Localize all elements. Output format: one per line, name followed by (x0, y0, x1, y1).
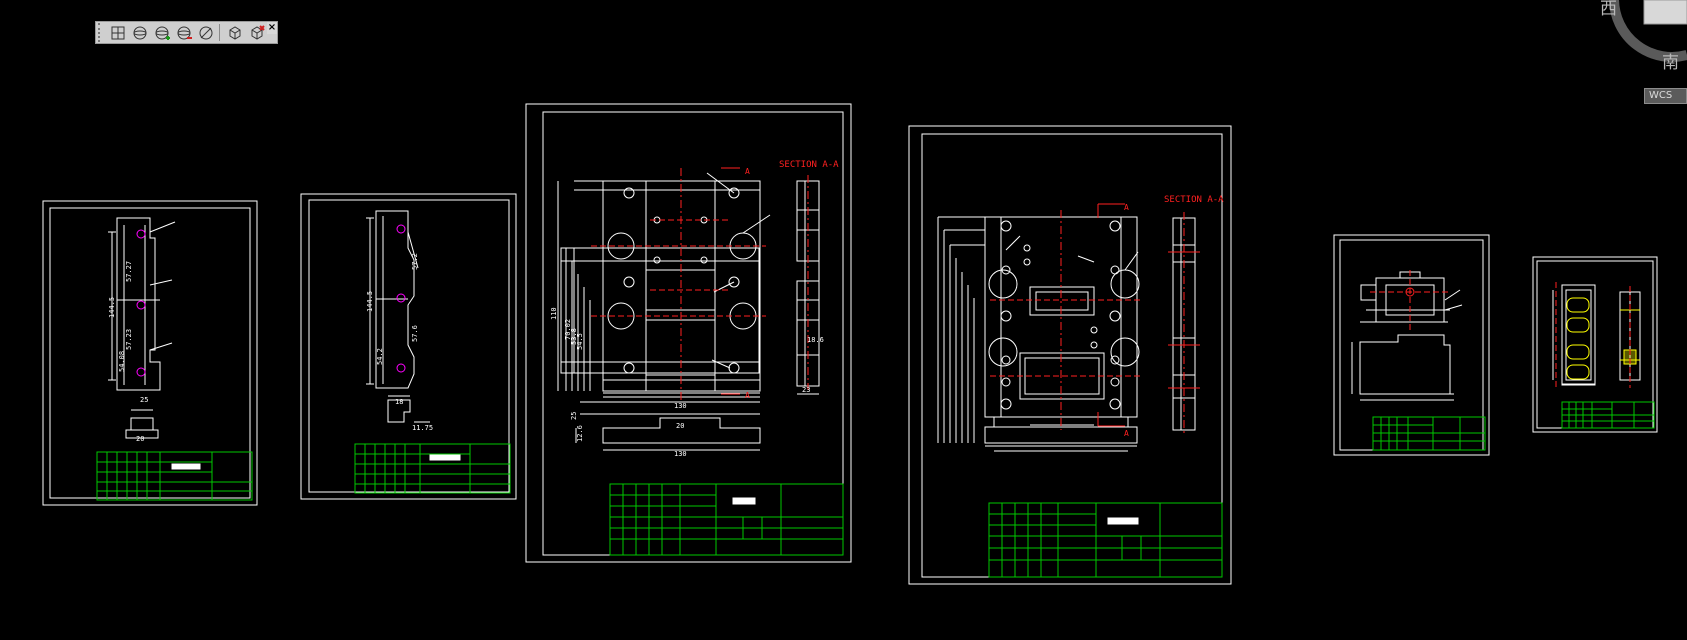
section-marker-sheet4-top: A (1124, 203, 1129, 212)
section-marker-sheet3-bottom: A (745, 391, 750, 400)
box-icon[interactable] (108, 23, 128, 42)
drawing-sheet-6[interactable] (1532, 256, 1658, 433)
toolbar-grip[interactable] (98, 23, 106, 42)
drawing-sheet-2[interactable] (300, 193, 517, 500)
dimension-text: 54.5 (576, 333, 584, 350)
section-label-sheet3: SECTION A-A (779, 160, 839, 170)
section-marker-sheet4-bottom: A (1124, 429, 1129, 438)
dimension-text: 110 (550, 307, 558, 320)
toolbar-separator (219, 24, 220, 41)
section-marker-sheet3-top: A (745, 167, 750, 176)
dimension-text: 20 (136, 435, 144, 443)
cylinder-icon[interactable] (130, 23, 150, 42)
dimension-text: 25 (570, 412, 578, 420)
dimension-text: 23 (802, 386, 810, 394)
viewcube[interactable]: 西 南 (1600, 0, 1687, 110)
drawing-sheet-5[interactable] (1333, 234, 1490, 456)
dimension-text: 18 (395, 398, 403, 406)
drawing-sheet-1[interactable] (42, 200, 258, 506)
wcs-menu-button[interactable]: WCS (1644, 88, 1687, 104)
drawing-sheet-4[interactable] (908, 125, 1232, 585)
dimension-text: 130 (674, 450, 687, 458)
dimension-text: 57.2 (411, 253, 419, 270)
viewcube-west-label[interactable]: 西 (1600, 0, 1617, 19)
dimension-text: 53.8 (570, 328, 578, 345)
dimension-text: 25 (140, 396, 148, 404)
section-label-sheet4: SECTION A-A (1164, 195, 1224, 205)
solid-modeling-toolbar[interactable]: × (95, 21, 278, 44)
sphere-add-icon[interactable] (152, 23, 172, 42)
dimension-text: 57.6 (411, 325, 419, 342)
dimension-text: 20 (676, 422, 684, 430)
dimension-text: 18.6 (807, 336, 824, 344)
slice-icon[interactable] (196, 23, 216, 42)
cube-delete-icon[interactable] (247, 23, 267, 42)
dimension-text: 12.6 (576, 425, 584, 442)
dimension-text: 11.75 (412, 424, 433, 432)
cube-icon[interactable] (225, 23, 245, 42)
drawing-sheet-3[interactable] (525, 103, 852, 563)
dimension-text: 70.02 (564, 319, 572, 340)
dimension-text: 54.08 (118, 351, 126, 372)
dimension-text: 130 (674, 402, 687, 410)
dimension-text: 57.27 (125, 261, 133, 282)
sphere-remove-icon[interactable] (174, 23, 194, 42)
dimension-text: 57.23 (125, 329, 133, 350)
viewcube-south-label[interactable]: 南 (1662, 53, 1679, 73)
toolbar-close-button[interactable]: × (267, 22, 277, 34)
dimension-text: 54.2 (376, 348, 384, 365)
dimension-text: 144.5 (366, 291, 374, 312)
dimension-text: 144.5 (108, 297, 116, 318)
